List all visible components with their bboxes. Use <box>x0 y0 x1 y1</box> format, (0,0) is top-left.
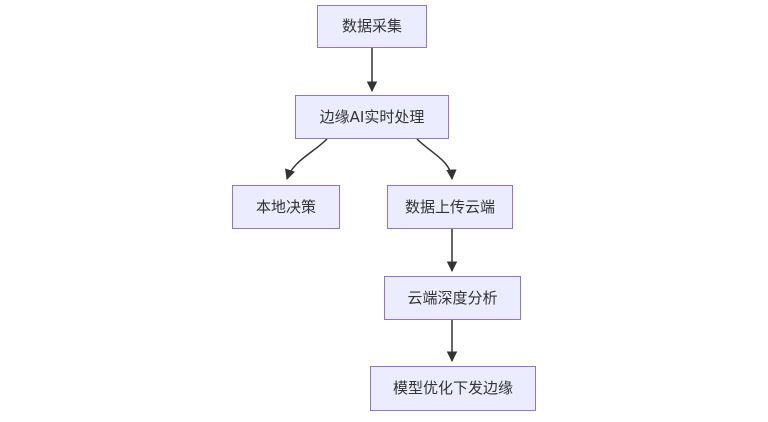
node-cloud-deep-analysis[interactable]: 云端深度分析 <box>384 276 521 320</box>
node-edge-ai-processing-label: 边缘AI实时处理 <box>319 107 425 126</box>
edge-edge-ai-to-local-decision <box>285 138 328 180</box>
node-cloud-deep-analysis-label: 云端深度分析 <box>407 288 498 307</box>
node-upload-to-cloud[interactable]: 数据上传云端 <box>387 185 513 229</box>
node-local-decision-label: 本地决策 <box>255 197 316 216</box>
node-edge-ai-processing[interactable]: 边缘AI实时处理 <box>295 95 449 139</box>
edge-edge-ai-to-upload-cloud <box>416 138 457 181</box>
node-upload-to-cloud-label: 数据上传云端 <box>404 197 495 216</box>
node-model-optimization-dispatch[interactable]: 模型优化下发边缘 <box>370 366 536 411</box>
node-local-decision[interactable]: 本地决策 <box>232 185 340 229</box>
node-data-collection-label: 数据采集 <box>341 17 402 35</box>
node-model-optimization-dispatch-label: 模型优化下发边缘 <box>392 379 513 397</box>
node-data-collection[interactable]: 数据采集 <box>317 5 427 48</box>
